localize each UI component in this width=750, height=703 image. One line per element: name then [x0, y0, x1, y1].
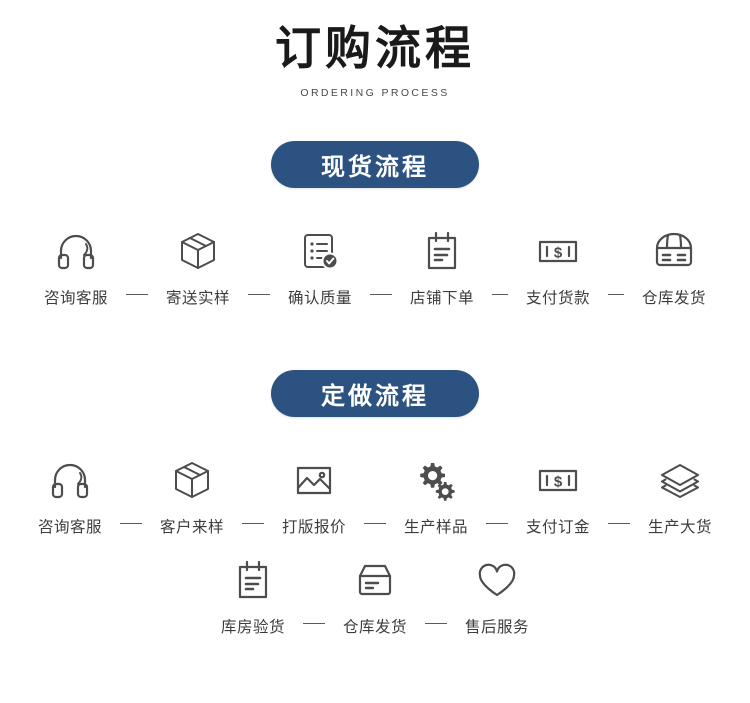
flow-step-confirm-quality[interactable]: 确认质量 — [270, 226, 370, 308]
flow-step-label: 生产样品 — [403, 517, 468, 536]
flow-step-label: 打版报价 — [281, 517, 346, 536]
heart-icon — [474, 555, 520, 605]
flow-step-label: 仓库发货 — [342, 617, 407, 636]
flow-connector — [425, 622, 447, 625]
flow-connector — [126, 293, 148, 296]
package-icon — [651, 226, 697, 276]
banknote-icon: $ — [535, 226, 581, 276]
flow-connector — [120, 522, 142, 525]
clipboard-icon — [230, 555, 276, 605]
gears-icon — [413, 455, 459, 505]
flow-step-label: 确认质量 — [287, 288, 352, 307]
flow-step-label: 咨询客服 — [43, 288, 108, 307]
stock-flow-badge: 现货流程 — [271, 140, 479, 188]
flow-step-after-sales[interactable]: 售后服务 — [447, 555, 547, 637]
flow-step-label: 支付货款 — [525, 288, 590, 307]
flow-step-bulk-production[interactable]: 生产大货 — [630, 455, 730, 537]
box-3d-icon — [169, 455, 215, 505]
flow-connector — [248, 293, 270, 296]
flow-connector — [364, 522, 386, 525]
stock-flow-row: 咨询客服 寄送实样 — [0, 226, 750, 308]
flow-step-send-sample[interactable]: 寄送实样 — [148, 226, 248, 308]
box-3d-icon — [175, 226, 221, 276]
flow-step-label: 支付订金 — [525, 517, 590, 536]
clipboard-icon — [419, 226, 465, 276]
flow-step-warehouse-inspection[interactable]: 库房验货 — [203, 555, 303, 637]
flow-step-label: 仓库发货 — [641, 288, 706, 307]
flow-connector — [486, 522, 508, 525]
document-check-icon — [297, 226, 343, 276]
flow-step-label: 售后服务 — [464, 617, 529, 636]
flow-connector — [492, 293, 508, 296]
flow-step-label: 库房验货 — [220, 617, 285, 636]
custom-flow-badge: 定做流程 — [271, 369, 479, 417]
flow-step-produce-sample[interactable]: 生产样品 — [386, 455, 486, 537]
flow-step-label: 咨询客服 — [37, 517, 102, 536]
flow-connector — [608, 293, 624, 296]
flow-step-label: 店铺下单 — [409, 288, 474, 307]
headset-icon — [47, 455, 93, 505]
flow-step-consult-service[interactable]: 咨询客服 — [26, 226, 126, 308]
flow-connector — [303, 622, 325, 625]
image-icon — [291, 455, 337, 505]
flow-connector — [242, 522, 264, 525]
flow-connector — [370, 293, 392, 296]
headset-icon — [53, 226, 99, 276]
banknote-icon: $ — [535, 455, 581, 505]
layers-icon — [657, 455, 703, 505]
custom-flow-badge-wrap: 定做流程 — [0, 369, 750, 417]
flow-step-warehouse-ship[interactable]: 仓库发货 — [325, 555, 425, 637]
flow-connector — [608, 522, 630, 525]
flow-step-consult-service[interactable]: 咨询客服 — [20, 455, 120, 537]
flow-step-label: 生产大货 — [647, 517, 712, 536]
flow-step-label: 寄送实样 — [165, 288, 230, 307]
flow-step-customer-sample[interactable]: 客户来样 — [142, 455, 242, 537]
page-title: 订购流程 — [275, 21, 475, 75]
flow-step-place-order[interactable]: 店铺下单 — [392, 226, 492, 308]
flow-step-warehouse-ship[interactable]: 仓库发货 — [624, 226, 724, 308]
custom-flow-row-2: 库房验货 仓库发货 售后服务 — [0, 555, 750, 637]
flow-step-sample-quote[interactable]: 打版报价 — [264, 455, 364, 537]
svg-text:$: $ — [554, 244, 563, 261]
page-subtitle: ORDERING PROCESS — [300, 86, 450, 99]
page-header: 订购流程 ORDERING PROCESS — [0, 0, 750, 99]
stock-flow-badge-wrap: 现货流程 — [0, 140, 750, 188]
custom-flow-row-1: 咨询客服 客户来样 打版报 — [0, 455, 750, 537]
flow-step-pay-goods[interactable]: $ 支付货款 — [508, 226, 608, 308]
flow-step-label: 客户来样 — [159, 517, 224, 536]
carton-icon — [352, 555, 398, 605]
svg-text:$: $ — [554, 473, 563, 490]
flow-step-pay-deposit[interactable]: $ 支付订金 — [508, 455, 608, 537]
